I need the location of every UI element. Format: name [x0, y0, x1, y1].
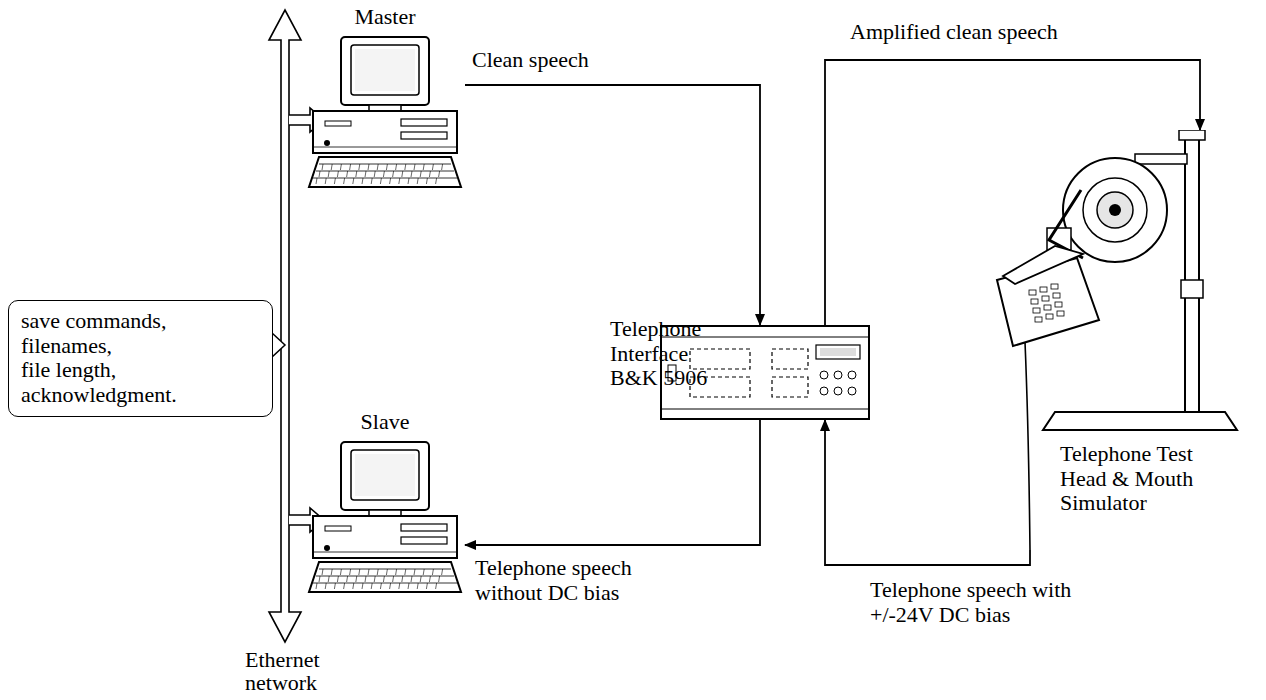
signal-label: Telephone speech without DC bias — [473, 556, 657, 605]
computer: Master — [305, 5, 465, 195]
computer-illustration — [305, 440, 465, 600]
signal-label: Clean speech — [470, 48, 591, 73]
computer: Slave — [305, 410, 465, 605]
computer-name: Master — [305, 5, 465, 33]
callout-line: filenames, — [21, 334, 260, 359]
device-label: Telephone Test Head & Mouth Simulator — [1060, 442, 1225, 516]
signal-line — [825, 420, 1030, 565]
computer-name: Slave — [305, 410, 465, 438]
callout-box: save commands, filenames, file length, a… — [8, 300, 273, 417]
signal-label: Amplified clean speech — [848, 20, 1060, 45]
network-label: Ethernet network — [245, 648, 337, 694]
callout-text: save commands, filenames, file length, a… — [21, 309, 260, 408]
callout-line: save commands, — [21, 309, 260, 334]
callout-line: file length, — [21, 358, 260, 383]
telephone-interface: Telephone Interface B&K 5906 — [660, 325, 870, 420]
signal-line — [465, 420, 760, 545]
callout-line: acknowledgment. — [21, 383, 260, 408]
ethernet-bus — [269, 10, 301, 642]
callout-pointer — [272, 333, 285, 357]
signal-line — [465, 85, 760, 325]
head-mouth-simulator: Telephone Test Head & Mouth Simulator — [985, 130, 1255, 550]
signal-label: Telephone speech with +/-24V DC bias — [868, 578, 1102, 627]
device-label: Telephone Interface B&K 5906 — [610, 317, 722, 391]
computer-illustration — [305, 35, 465, 195]
